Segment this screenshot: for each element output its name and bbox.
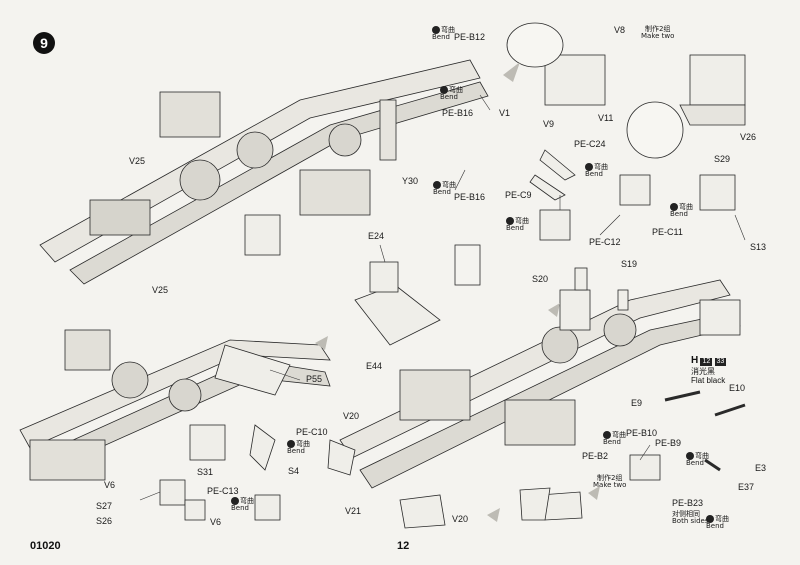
part-label-pe-b12: PE-B12 xyxy=(454,32,486,42)
part-label-pe-c12: PE-C12 xyxy=(589,237,621,247)
part-label-e3: E3 xyxy=(755,463,767,473)
part-label-v11: V11 xyxy=(598,113,614,123)
part-label-pe-c9: PE-C9 xyxy=(505,190,532,200)
bend-icon xyxy=(670,203,678,211)
lower-right-chassis xyxy=(339,279,741,529)
part-label-s27: S27 xyxy=(96,501,113,511)
part-label-v20: V20 xyxy=(343,411,360,421)
bend-icon xyxy=(706,515,714,523)
part-label-e24: E24 xyxy=(368,231,385,241)
part-label-pe-b16: PE-B16 xyxy=(454,192,486,202)
part-label-v26: V26 xyxy=(740,132,757,142)
bend-icon xyxy=(440,86,448,94)
part-label-s29: S29 xyxy=(714,154,731,164)
paint-name-en: Flat black xyxy=(691,375,726,385)
bend-icon xyxy=(433,181,441,189)
part-label-s31: S31 xyxy=(197,467,214,477)
part-label-pe-c13: PE-C13 xyxy=(207,486,239,496)
part-label-pe-c10: PE-C10 xyxy=(296,427,328,437)
page-number: 12 xyxy=(397,540,410,552)
product-code: 01020 xyxy=(30,540,61,552)
lower-left-chassis xyxy=(19,329,331,481)
part-label-v6: V6 xyxy=(104,480,116,490)
part-label-s20: S20 xyxy=(532,274,549,284)
part-label-s19: S19 xyxy=(621,259,638,269)
paint-number-1: 12 xyxy=(700,358,713,367)
paint-name-cn: 消光黑 xyxy=(691,366,715,376)
part-label-e10: E10 xyxy=(729,383,746,393)
bend-icon xyxy=(231,497,239,505)
bend-icon xyxy=(603,431,611,439)
part-label-pe-b16: PE-B16 xyxy=(442,108,474,118)
part-label-p55: P55 xyxy=(306,374,323,384)
bend-icon xyxy=(686,452,694,460)
upper-chassis xyxy=(39,59,489,285)
part-label-e9: E9 xyxy=(631,398,643,408)
part-label-v20: V20 xyxy=(452,514,469,524)
part-label-v21: V21 xyxy=(345,506,362,516)
part-label-pe-c24: PE-C24 xyxy=(574,139,606,149)
part-label-y30: Y30 xyxy=(402,176,419,186)
part-label-e44: E44 xyxy=(366,361,383,371)
part-label-pe-b23: PE-B23 xyxy=(672,498,704,508)
part-label-s13: S13 xyxy=(750,242,767,252)
part-label-v1: V1 xyxy=(499,108,511,118)
part-label-pe-b2: PE-B2 xyxy=(582,451,609,461)
part-label-v8: V8 xyxy=(614,25,626,35)
part-label-s26: S26 xyxy=(96,516,113,526)
paint-code: H xyxy=(691,355,699,366)
part-label-pe-b9: PE-B9 xyxy=(655,438,682,448)
bend-icon xyxy=(287,440,295,448)
part-label-v6: V6 xyxy=(210,517,222,527)
part-label-v25: V25 xyxy=(152,285,169,295)
paint-callout: H 12 33 消光黑 Flat black xyxy=(691,355,727,385)
part-label-s4: S4 xyxy=(288,466,300,476)
step-number-badge: 9 xyxy=(33,32,55,54)
bend-icon xyxy=(585,163,593,171)
part-label-pe-b10: PE-B10 xyxy=(626,428,658,438)
part-label-v25: V25 xyxy=(129,156,146,166)
part-label-v9: V9 xyxy=(543,119,555,129)
part-label-e37: E37 xyxy=(738,482,755,492)
bend-icon xyxy=(506,217,514,225)
part-label-pe-c11: PE-C11 xyxy=(652,227,683,237)
paint-number-2: 33 xyxy=(714,358,727,367)
bend-icon xyxy=(432,26,440,34)
